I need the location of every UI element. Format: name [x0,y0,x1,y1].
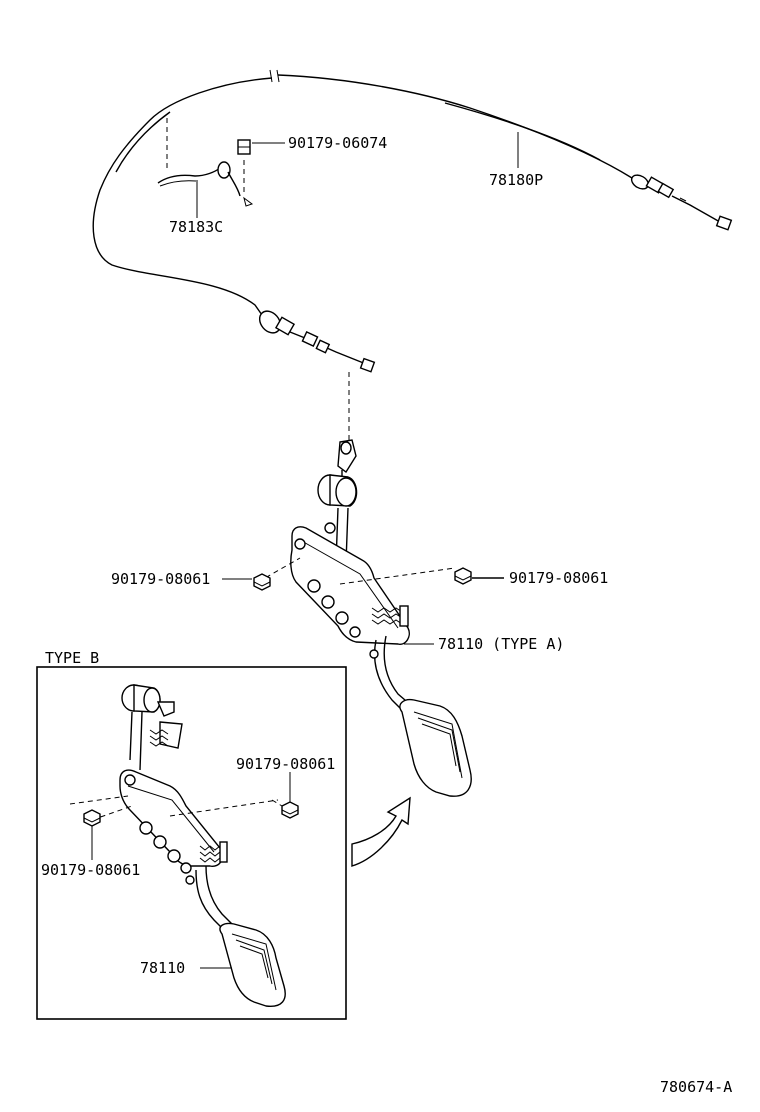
nut-lower-type-b [83,809,101,860]
label-nut-right: 90179-08061 [509,569,608,587]
curved-arrow-icon [351,796,411,867]
pedal-assembly-type-a [257,439,472,797]
nut-left-type-a [222,573,271,591]
nut-right-type-a [454,567,504,585]
bolt-90179-06074 [237,139,285,155]
label-nut-left: 90179-08061 [111,570,210,588]
type-b-panel [36,666,347,1020]
cable-pedal-end [258,310,376,373]
label-78183c: 78183C [169,218,223,236]
accelerator-cable [92,69,733,450]
label-type-b: TYPE B [45,649,99,667]
label-78180p: 78180P [489,171,543,189]
label-78110-type-a: 78110 (TYPE A) [438,635,564,653]
label-type-b-nut-lower: 90179-08061 [41,861,140,879]
label-type-b-nut-upper: 90179-08061 [236,755,335,773]
figure-id: 780674-A [660,1078,732,1096]
nut-upper-type-b [281,772,299,819]
label-90179-06074: 90179-06074 [288,134,387,152]
cable-clamp [157,118,254,218]
label-78110-type-b: 78110 [140,959,185,977]
cable-engine-end [630,174,733,231]
